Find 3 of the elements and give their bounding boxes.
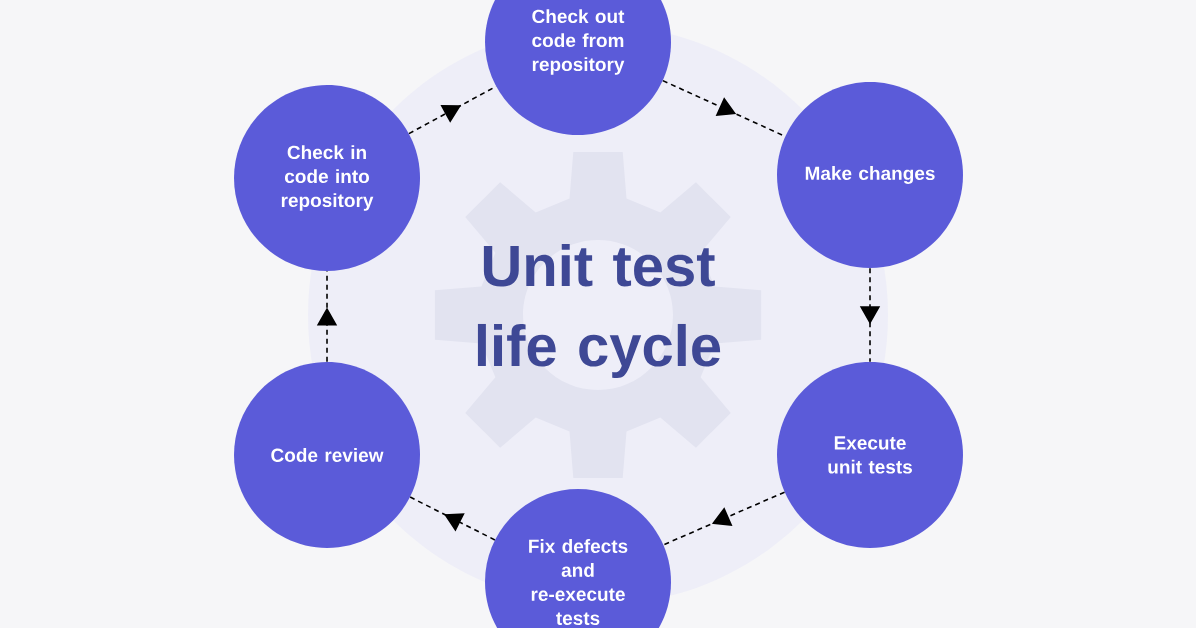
dashed-arrow [409, 496, 496, 541]
dashed-arrow [662, 491, 786, 546]
title: Unit test life cycle [477, 243, 721, 378]
